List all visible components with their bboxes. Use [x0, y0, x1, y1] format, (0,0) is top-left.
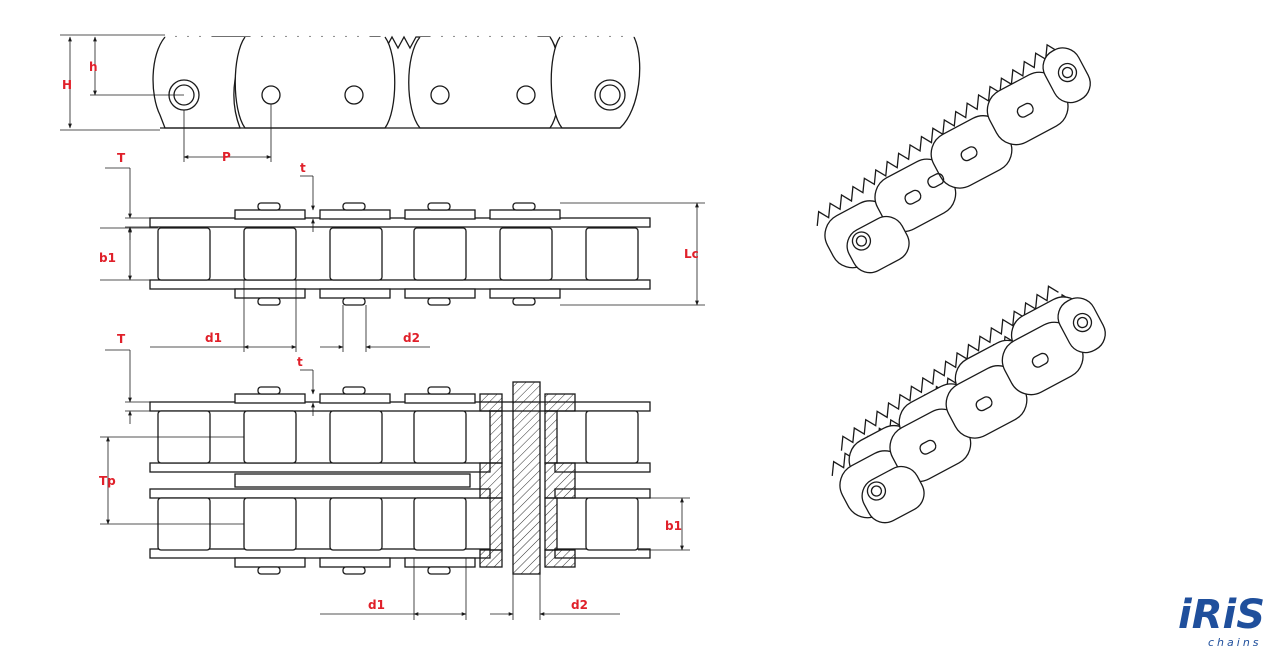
duplex-top-view — [100, 349, 690, 620]
label-d2-bottom: d2 — [571, 598, 588, 612]
label-Tp: Tp — [99, 474, 116, 488]
side-view — [60, 34, 641, 162]
label-t-top: t — [300, 161, 306, 175]
label-P: P — [222, 150, 231, 164]
isometric-duplex-chain — [831, 285, 1106, 524]
label-T-top: T — [117, 151, 126, 165]
label-t-bottom: t — [297, 355, 303, 369]
label-b1-bottom: b1 — [665, 519, 682, 533]
logo-tagline: chains — [1208, 636, 1262, 649]
isometric-simplex-chain — [816, 43, 1091, 274]
label-Lc: Lc — [684, 247, 699, 261]
logo-brand: iRiS — [1178, 592, 1265, 638]
label-b1-top: b1 — [99, 251, 116, 265]
label-d1-top: d1 — [205, 331, 222, 345]
iris-chains-logo: iRiS chains — [1178, 592, 1265, 649]
label-H: H — [62, 78, 72, 92]
label-d1-bottom: d1 — [368, 598, 385, 612]
label-d2-top: d2 — [403, 331, 420, 345]
label-T-bottom: T — [117, 332, 126, 346]
label-h: h — [89, 60, 98, 74]
simplex-top-view — [100, 167, 705, 352]
